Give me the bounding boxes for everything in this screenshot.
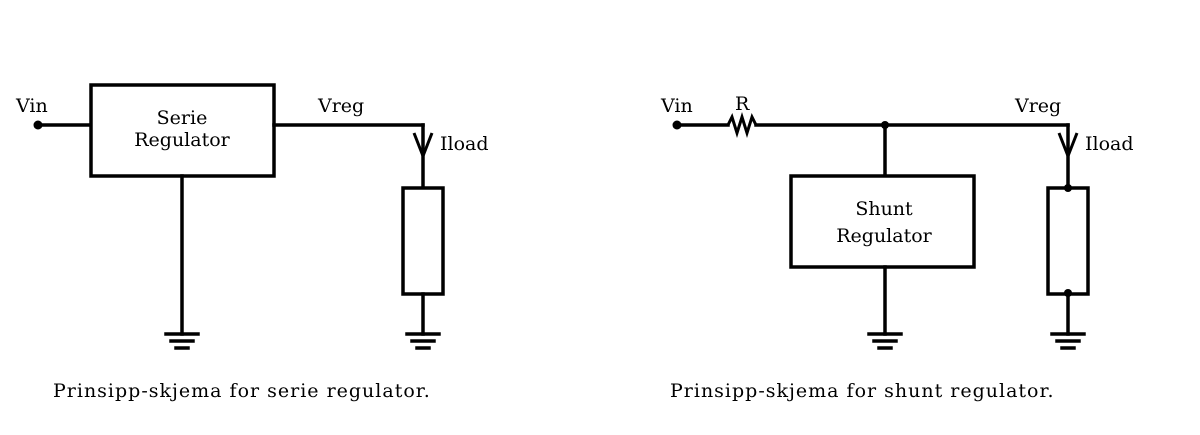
series-load-resistor	[401, 186, 445, 296]
shunt-load-ground-symbol	[1050, 332, 1086, 350]
shunt-regulator-diagram: Vin R Vreg Shunt Regulator Iload	[660, 93, 1134, 402]
shunt-load-resistor	[1046, 186, 1090, 296]
shunt-block-line2: Regulator	[836, 225, 932, 247]
series-caption: Prinsipp-skjema for serie regulator.	[53, 380, 431, 402]
series-vin-terminal	[33, 120, 43, 130]
series-vin-label: Vin	[15, 95, 48, 117]
series-regulator-ground-symbol	[164, 332, 200, 350]
shunt-vin-terminal	[672, 120, 682, 130]
series-vreg-label: Vreg	[317, 95, 364, 117]
series-block-line2: Regulator	[134, 129, 230, 151]
series-regulator-diagram: Vin Serie Regulator Vreg Iload Prinsipp-…	[15, 83, 489, 402]
series-iload-arrow-icon	[412, 132, 434, 161]
shunt-vin-label: Vin	[660, 95, 693, 117]
shunt-block-line1: Shunt	[855, 198, 913, 220]
series-block-line1: Serie	[157, 107, 208, 129]
shunt-resistor-label: R	[735, 93, 750, 115]
shunt-regulator-ground-symbol	[867, 332, 903, 350]
shunt-load-top-dot	[1064, 184, 1072, 192]
shunt-caption: Prinsipp-skjema for shunt regulator.	[670, 380, 1055, 402]
shunt-iload-label: Iload	[1085, 133, 1134, 155]
series-load-ground-symbol	[405, 332, 441, 350]
shunt-series-resistor-icon	[726, 111, 758, 139]
series-iload-label: Iload	[440, 133, 489, 155]
shunt-iload-arrow-icon	[1057, 132, 1079, 161]
shunt-vreg-label: Vreg	[1014, 95, 1061, 117]
shunt-regulator-block	[789, 174, 976, 269]
